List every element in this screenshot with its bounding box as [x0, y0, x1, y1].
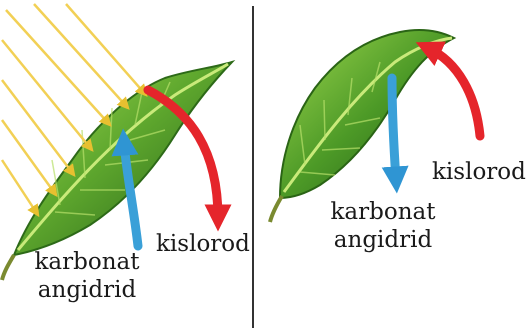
right-leaf [270, 30, 454, 222]
right-oxygen-arrow [428, 48, 480, 136]
right-carbon-dioxide-label: karbonat angidrid [328, 198, 438, 254]
left-carbon-dioxide-label: karbonat angidrid [32, 248, 142, 304]
right-carbon-dioxide-arrow [392, 78, 396, 180]
left-carbon-dioxide-label-line-1: karbonat [32, 248, 142, 276]
left-oxygen-label: kislorod [156, 230, 250, 258]
right-carbon-dioxide-label-line-2: angidrid [328, 226, 438, 254]
right-carbon-dioxide-label-line-1: karbonat [328, 198, 438, 226]
right-oxygen-label: kislorod [432, 158, 526, 186]
left-carbon-dioxide-label-line-2: angidrid [32, 276, 142, 304]
